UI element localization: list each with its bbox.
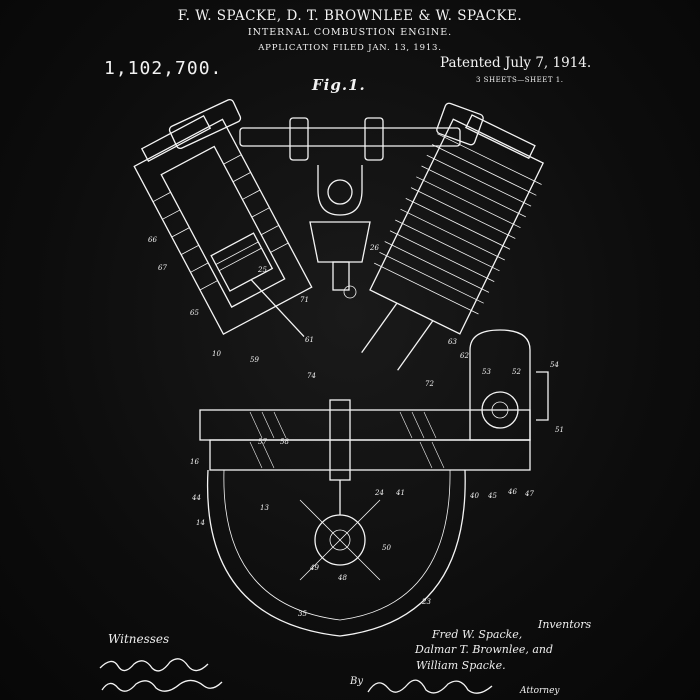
svg-text:62: 62 bbox=[460, 352, 469, 360]
witness-signatures bbox=[96, 650, 246, 700]
svg-text:40: 40 bbox=[469, 492, 479, 500]
svg-text:24: 24 bbox=[374, 489, 384, 497]
attorney-signature bbox=[364, 672, 514, 700]
svg-text:48: 48 bbox=[337, 574, 347, 582]
svg-text:45: 45 bbox=[487, 492, 497, 500]
svg-text:47: 47 bbox=[524, 490, 534, 498]
attorney-label: Attorney bbox=[520, 686, 560, 696]
svg-text:57: 57 bbox=[258, 438, 267, 446]
svg-text:46: 46 bbox=[507, 488, 517, 496]
svg-text:23: 23 bbox=[421, 598, 431, 606]
svg-text:44: 44 bbox=[191, 494, 201, 502]
svg-text:67: 67 bbox=[158, 264, 167, 272]
intake-manifold bbox=[168, 98, 484, 160]
svg-text:74: 74 bbox=[307, 372, 316, 380]
flywheel bbox=[208, 470, 466, 636]
timing-gear-cover bbox=[470, 330, 548, 440]
svg-text:50: 50 bbox=[382, 544, 391, 552]
svg-text:72: 72 bbox=[425, 380, 434, 388]
svg-text:53: 53 bbox=[482, 368, 491, 376]
svg-text:13: 13 bbox=[260, 504, 269, 512]
svg-text:65: 65 bbox=[190, 309, 199, 317]
svg-text:54: 54 bbox=[550, 361, 559, 369]
svg-text:59: 59 bbox=[250, 356, 259, 364]
svg-text:35: 35 bbox=[298, 610, 307, 618]
svg-text:52: 52 bbox=[512, 368, 521, 376]
svg-text:16: 16 bbox=[190, 458, 199, 466]
inventor-signature-1: Fred W. Spacke, bbox=[432, 628, 522, 641]
inventor-signature-2: Dalmar T. Brownlee, and bbox=[415, 643, 553, 656]
inventors-label: Inventors bbox=[538, 618, 591, 631]
by-label: By bbox=[350, 676, 363, 687]
svg-text:66: 66 bbox=[148, 236, 157, 244]
carburetor bbox=[310, 165, 370, 298]
svg-text:41: 41 bbox=[395, 489, 405, 497]
svg-text:63: 63 bbox=[448, 338, 457, 346]
crankcase-section bbox=[200, 400, 530, 480]
svg-text:49: 49 bbox=[309, 564, 319, 572]
left-cylinder bbox=[129, 109, 331, 370]
figure-label: Fig.1. bbox=[312, 76, 366, 94]
inventor-signature-3: William Spacke. bbox=[416, 659, 506, 672]
svg-text:14: 14 bbox=[196, 519, 205, 527]
svg-text:71: 71 bbox=[300, 296, 309, 304]
svg-text:51: 51 bbox=[555, 426, 564, 434]
svg-text:25: 25 bbox=[257, 266, 267, 274]
witnesses-label: Witnesses bbox=[108, 632, 169, 646]
svg-text:61: 61 bbox=[305, 336, 314, 344]
svg-text:58: 58 bbox=[280, 438, 289, 446]
svg-text:26: 26 bbox=[369, 244, 379, 252]
svg-text:10: 10 bbox=[212, 350, 221, 358]
